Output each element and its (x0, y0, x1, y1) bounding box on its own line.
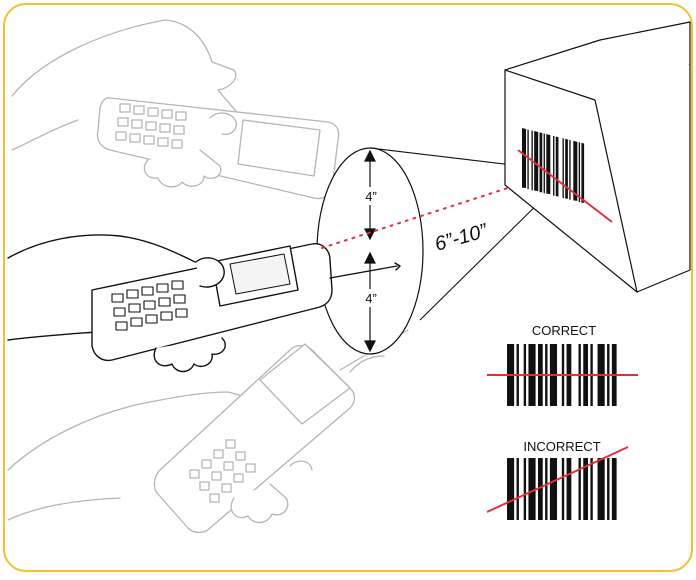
barcode-bar (607, 458, 609, 520)
barcode-bar (590, 458, 592, 520)
barcode-bar (612, 458, 617, 520)
box-barcode-bar (563, 138, 564, 198)
upper-height-label: 4” (365, 189, 377, 204)
barcode-bar (598, 458, 605, 520)
lower-height-label: 4” (365, 291, 377, 306)
box-barcode-bar (553, 136, 554, 196)
box-barcode-bar (581, 143, 584, 203)
box-barcode-bar (534, 131, 538, 191)
barcode-bar (507, 458, 514, 520)
barcode-bar (567, 458, 572, 520)
box-barcode-bar (556, 136, 559, 196)
barcode-bar (578, 458, 580, 520)
box-barcode-bar (522, 128, 526, 188)
barcode-bar (550, 458, 557, 520)
barcode-bar (562, 458, 564, 520)
barcode-bar (517, 458, 519, 520)
correct-label: CORRECT (532, 323, 596, 338)
box-barcode-bar (565, 139, 568, 199)
box-barcode-bar (579, 142, 580, 202)
box-barcode-bar (546, 134, 550, 194)
barcode-bar (545, 458, 547, 520)
box-barcode-bar (540, 132, 543, 192)
box-barcode-bar (544, 133, 545, 193)
box-barcode-bar (527, 129, 528, 189)
barcode-bar (524, 458, 526, 520)
incorrect-label: INCORRECT (523, 439, 600, 454)
